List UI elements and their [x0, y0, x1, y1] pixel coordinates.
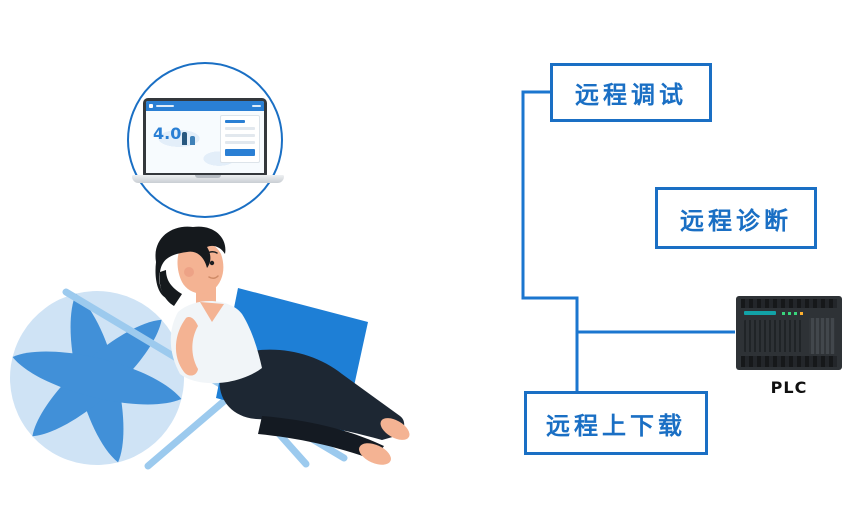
person-ear: [184, 267, 194, 277]
login-panel-title-placeholder: [225, 119, 245, 123]
plc-vents: [744, 320, 802, 352]
person-hair: [155, 226, 226, 298]
app-logo-icon: [149, 103, 153, 108]
person-face: [177, 240, 224, 294]
plc-terminal-strip: [741, 299, 837, 308]
person: [155, 226, 410, 465]
person-mouth: [208, 275, 219, 280]
laptop-screen-header: [146, 100, 264, 111]
laptop-badge-circle: 4.0: [127, 62, 284, 218]
person-foot: [380, 418, 410, 440]
laptop-notch: [195, 174, 221, 178]
plc-device: PLC: [730, 296, 848, 408]
feature-box-remote-diagnosis: 远程诊断: [655, 187, 817, 249]
ball-stripe: [12, 351, 182, 405]
plc-expansion-module: [809, 318, 835, 354]
login-input-placeholder: [225, 140, 255, 144]
plc-terminal-strip: [741, 356, 837, 367]
login-panel: [220, 114, 260, 163]
login-input-placeholder: [225, 133, 255, 137]
header-menu-placeholder: [252, 104, 261, 107]
person-foot: [359, 443, 391, 465]
login-input-placeholder: [225, 126, 255, 130]
screen-figure: [182, 131, 187, 145]
person-hair-back: [159, 270, 182, 306]
laptop-illustration: 4.0: [132, 97, 284, 183]
person-arm: [175, 316, 198, 376]
plc-status-leds: [782, 312, 785, 315]
person-chest: [200, 302, 224, 322]
screen-version-text: 4.0: [153, 123, 182, 143]
plc-body: [736, 296, 842, 370]
laptop-screen: 4.0: [143, 97, 267, 176]
header-title-placeholder: [156, 104, 174, 107]
plc-label: PLC: [770, 378, 808, 397]
laptop-base: [132, 174, 284, 183]
screen-figure: [190, 135, 195, 145]
plc-brand-mark: [744, 311, 776, 315]
connector-trunk: [521, 90, 579, 391]
login-button-placeholder: [225, 148, 255, 156]
feature-box-remote-debug: 远程调试: [550, 63, 712, 122]
beach-ball: [10, 291, 184, 465]
person-eye: [209, 260, 215, 266]
feature-box-remote-upload-download: 远程上下载: [524, 391, 708, 455]
person-lower-leg: [258, 416, 384, 460]
connector-lines: [521, 90, 735, 391]
